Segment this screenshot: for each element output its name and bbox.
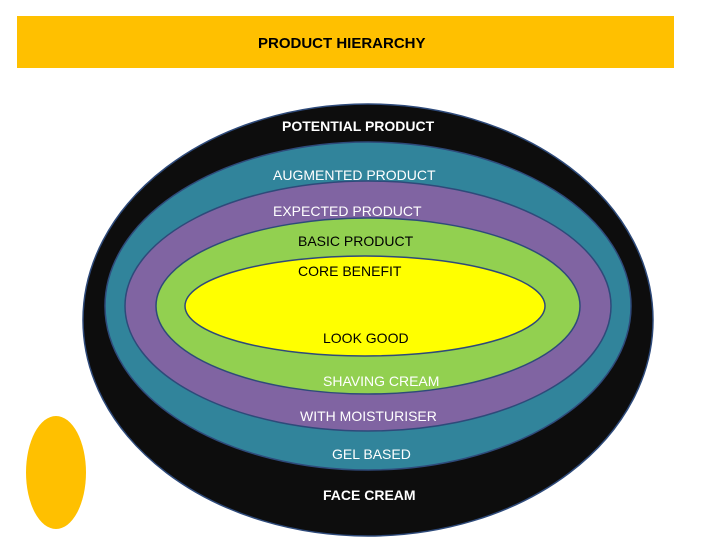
title-banner <box>17 16 674 68</box>
decorative-oval <box>26 416 86 529</box>
label-expected-product: EXPECTED PRODUCT <box>273 203 422 219</box>
example-shaving-cream: SHAVING CREAM <box>323 373 440 389</box>
example-look-good: LOOK GOOD <box>323 330 409 346</box>
page-title: PRODUCT HIERARCHY <box>258 35 426 52</box>
example-gel-based: GEL BASED <box>332 446 411 462</box>
example-face-cream: FACE CREAM <box>323 487 416 503</box>
example-with-moisturiser: WITH MOISTURISER <box>300 408 437 424</box>
label-potential-product: POTENTIAL PRODUCT <box>282 118 435 134</box>
label-augmented-product: AUGMENTED PRODUCT <box>273 167 436 183</box>
core-benefit-center <box>184 255 546 357</box>
label-core-benefit: CORE BENEFIT <box>298 263 402 279</box>
label-basic-product: BASIC PRODUCT <box>298 233 414 249</box>
